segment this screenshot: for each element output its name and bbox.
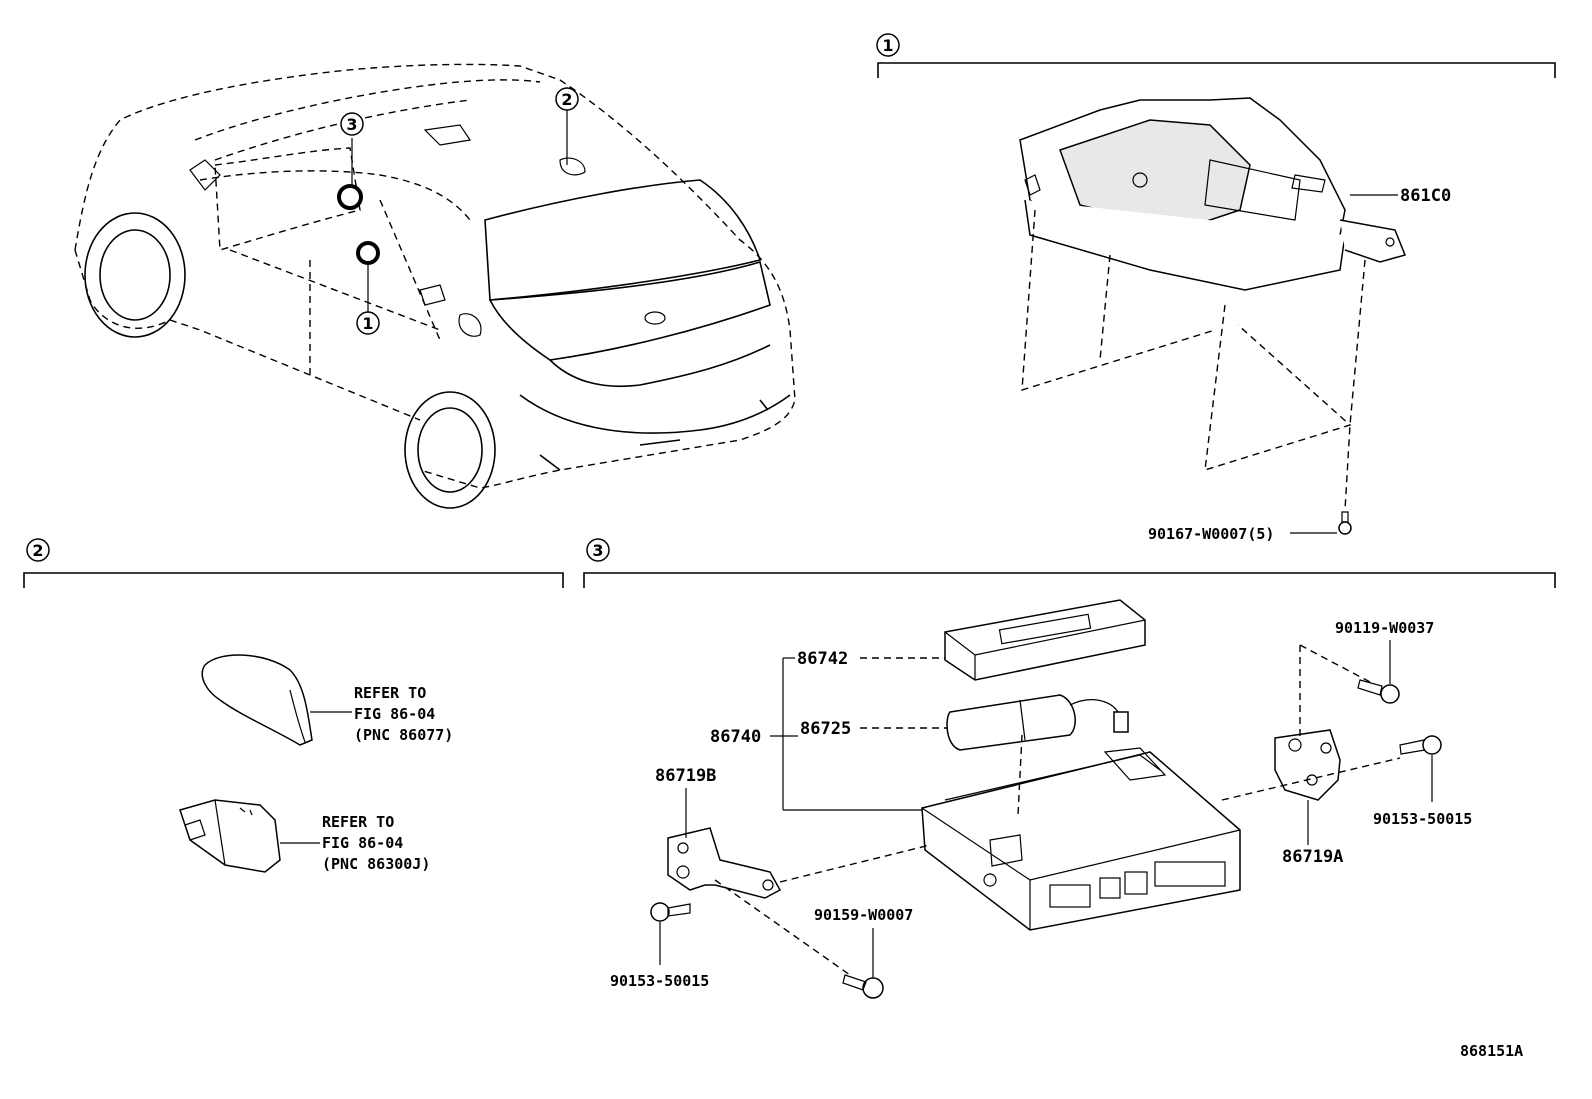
screw-90153-left-icon <box>650 902 691 922</box>
section-2-marker: 2 <box>26 538 50 562</box>
label-86719A: 86719A <box>1282 847 1343 867</box>
label-86725: 86725 <box>800 719 851 739</box>
label-861C0: 861C0 <box>1400 186 1451 206</box>
label-86719B: 86719B <box>655 766 716 786</box>
refer1-line3: (PNC 86077) <box>354 726 453 744</box>
screw-90167-icon <box>1338 511 1352 535</box>
refer2-line1: REFER TO <box>322 813 394 831</box>
label-90159: 90159-W0007 <box>814 906 913 924</box>
section-1-marker: 1 <box>876 33 900 57</box>
refer1-line1: REFER TO <box>354 684 426 702</box>
figure-id: 868151A <box>1460 1042 1523 1060</box>
part-861C0-wireless-charger <box>1019 97 1407 291</box>
part-main-box <box>921 747 1241 931</box>
screw-90119-icon <box>1357 679 1400 704</box>
antenna-amplifier-icon <box>179 799 281 873</box>
section-3: 3 <box>583 538 1556 999</box>
refer2-line3: (PNC 86300J) <box>322 855 430 873</box>
shark-fin-antenna-icon <box>201 654 313 746</box>
svg-text:3: 3 <box>346 115 357 134</box>
part-86742-cover <box>944 599 1146 681</box>
car-illustration: 3 2 1 <box>74 63 796 509</box>
part-86719A-bracket <box>1274 729 1341 801</box>
refer2-line2: FIG 86-04 <box>322 834 403 852</box>
car-callout-1: 1 <box>356 311 380 335</box>
section-2: 2 REFER TO FIG 86-04 (PNC 86077) REFER T… <box>23 538 564 873</box>
section-3-bracket <box>583 572 1556 588</box>
refer1-line2: FIG 86-04 <box>354 705 435 723</box>
part-86719B-bracket <box>667 827 782 899</box>
svg-text:2: 2 <box>561 90 572 109</box>
label-90167: 90167-W0007(5) <box>1148 525 1274 543</box>
svg-text:1: 1 <box>362 314 373 333</box>
section-1-bracket <box>877 62 1556 78</box>
section-1: 1 861C0 90167-W0007(5) <box>876 33 1556 543</box>
section-2-bracket <box>23 572 564 588</box>
label-90153-left: 90153-50015 <box>610 972 709 990</box>
svg-text:3: 3 <box>592 541 603 560</box>
screw-90159-icon <box>842 974 884 999</box>
section-3-marker: 3 <box>586 538 610 562</box>
svg-text:2: 2 <box>32 541 43 560</box>
part-86725-module <box>946 694 1129 751</box>
car-callout-3: 3 <box>340 112 364 136</box>
car-callout-2: 2 <box>555 87 579 111</box>
label-90119: 90119-W0037 <box>1335 619 1434 637</box>
label-86740: 86740 <box>710 727 761 747</box>
label-90153-right: 90153-50015 <box>1373 810 1472 828</box>
label-86742: 86742 <box>797 649 848 669</box>
screw-90153-right-icon <box>1399 735 1442 755</box>
svg-text:1: 1 <box>882 36 893 55</box>
